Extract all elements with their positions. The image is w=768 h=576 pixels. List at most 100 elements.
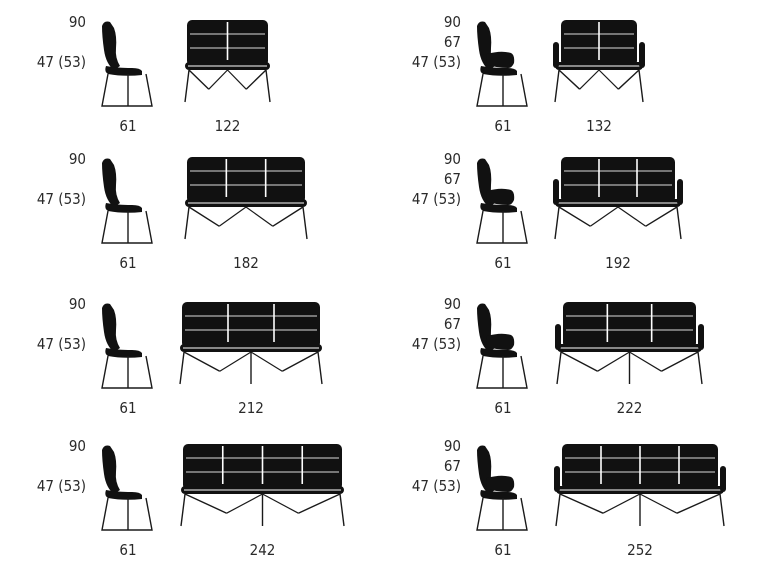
height-label: 47 (53) xyxy=(36,335,86,353)
height-label: 90 xyxy=(68,13,86,31)
sofa-armrest-left xyxy=(555,324,561,350)
height-label: 90 xyxy=(443,13,461,31)
chair-seat xyxy=(105,66,142,76)
sofa-width-label: 212 xyxy=(238,399,264,417)
chair-armrest xyxy=(486,475,515,492)
sofa-base-brace xyxy=(218,206,247,227)
sofa-backrest xyxy=(182,302,320,348)
left-row-0-figures xyxy=(101,20,271,107)
chair-backrest xyxy=(102,21,120,70)
sofa-base-brace xyxy=(598,69,619,90)
sofa-base-frame xyxy=(555,493,725,527)
sofa-base-frame xyxy=(554,206,682,240)
right-row-0-figures xyxy=(476,20,645,107)
chair-seat xyxy=(105,348,142,358)
sofa-base-brace xyxy=(629,351,662,372)
chair-base xyxy=(476,210,528,244)
sofa-armrest-right xyxy=(677,179,683,205)
height-label: 90 xyxy=(68,295,86,313)
sofa-width-label: 122 xyxy=(214,117,241,135)
left-row-3-figures xyxy=(101,444,345,531)
sofa-base-brace xyxy=(589,206,619,227)
height-label: 90 xyxy=(443,150,461,168)
sofa-width-label: 182 xyxy=(233,254,259,272)
chair-depth-label: 61 xyxy=(119,254,137,272)
height-label: 47 (53) xyxy=(411,477,461,495)
sofa-base-frame xyxy=(180,493,345,527)
chair-base xyxy=(476,73,528,107)
chair-backrest xyxy=(102,445,120,494)
chair-depth-label: 61 xyxy=(494,254,512,272)
sofa-armrest-right xyxy=(639,42,645,68)
sofa-base-brace xyxy=(617,206,647,227)
height-label: 90 xyxy=(68,150,86,168)
sofa-backrest xyxy=(563,302,696,348)
sofa-width-label: 132 xyxy=(586,117,612,135)
sofa-base-brace xyxy=(226,493,263,514)
chair-base xyxy=(101,497,153,531)
height-label: 47 (53) xyxy=(411,335,461,353)
chair-seat xyxy=(480,66,517,76)
sofa-base-brace xyxy=(245,206,274,227)
sofa-backrest xyxy=(187,157,305,203)
chair-base xyxy=(476,497,528,531)
sofa-base-brace xyxy=(597,351,630,372)
left-row-2-figures xyxy=(101,302,323,389)
chair-armrest xyxy=(486,333,515,350)
chair-depth-label: 61 xyxy=(119,117,137,135)
height-label: 47 (53) xyxy=(411,190,461,208)
height-label: 90 xyxy=(443,437,461,455)
height-label: 47 (53) xyxy=(36,477,86,495)
chair-seat xyxy=(105,203,142,213)
chair-seat xyxy=(480,490,517,500)
chair-base xyxy=(476,355,528,389)
chair-depth-label: 61 xyxy=(494,399,512,417)
sofa-width-label: 242 xyxy=(249,541,276,559)
chair-base xyxy=(101,73,153,107)
right-row-2-figures xyxy=(476,302,704,389)
sofa-base-brace xyxy=(262,493,299,514)
sofa-base-brace xyxy=(219,351,252,372)
sofa-base-brace xyxy=(208,69,228,90)
height-label: 90 xyxy=(443,295,461,313)
chair-depth-label: 61 xyxy=(119,399,137,417)
sofa-width-label: 252 xyxy=(627,541,653,559)
sofa-base-frame xyxy=(184,206,308,240)
chair-base xyxy=(101,210,153,244)
sofa-base-brace xyxy=(227,69,247,90)
sofa-backrest xyxy=(561,157,675,203)
right-row-1-figures xyxy=(476,157,683,244)
height-label: 47 (53) xyxy=(411,53,461,71)
sofa-armrest-right xyxy=(698,324,704,350)
sofa-base-brace xyxy=(602,493,641,514)
sofa-width-label: 222 xyxy=(616,399,643,417)
sofa-armrest-left xyxy=(554,466,560,492)
sofa-armrest-right xyxy=(720,466,726,492)
chair-seat xyxy=(480,348,517,358)
sofa-width-label: 192 xyxy=(605,254,631,272)
sofa-armrest-left xyxy=(553,42,559,68)
height-label: 47 (53) xyxy=(36,190,86,208)
height-label: 67 xyxy=(443,170,461,188)
chair-depth-label: 61 xyxy=(494,541,512,559)
sofa-base-frame xyxy=(554,69,644,103)
sofa-base-brace xyxy=(250,351,283,372)
height-label: 90 xyxy=(68,437,86,455)
sofa-armrest-left xyxy=(553,179,559,205)
sofa-base-frame xyxy=(556,351,703,385)
chair-base xyxy=(101,355,153,389)
height-label: 47 (53) xyxy=(36,53,86,71)
height-label: 67 xyxy=(443,315,461,333)
sofa-base-frame xyxy=(184,69,271,103)
chair-seat xyxy=(105,490,142,500)
left-row-1-figures xyxy=(101,157,308,244)
height-label: 67 xyxy=(443,33,461,51)
height-label: 67 xyxy=(443,457,461,475)
sofa-base-brace xyxy=(639,493,678,514)
chair-depth-label: 61 xyxy=(119,541,137,559)
sofa-base-frame xyxy=(179,351,323,385)
chair-armrest xyxy=(486,188,515,205)
right-row-3-figures xyxy=(476,444,726,531)
